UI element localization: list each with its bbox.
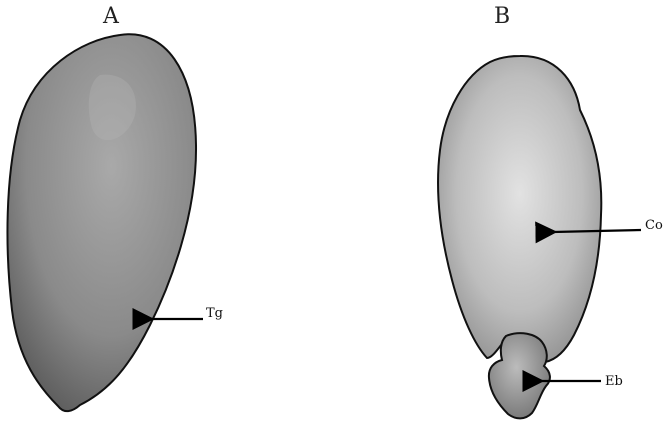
panel-a-label: A <box>103 4 119 29</box>
eb-label: Eb <box>605 374 623 389</box>
tg-label: Tg <box>206 306 223 321</box>
co-label: Co <box>645 218 663 233</box>
seed-b-cotyledon-shape <box>438 56 601 362</box>
panel-b-label: B <box>494 4 510 29</box>
